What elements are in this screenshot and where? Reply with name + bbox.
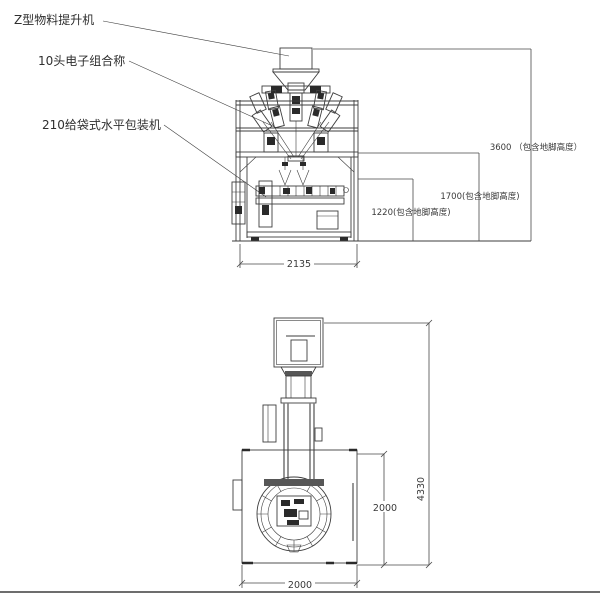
elevator-footprint bbox=[273, 317, 324, 368]
dim-text-2000-width: 2000 bbox=[288, 580, 312, 591]
label-elevator: Z型物料提升机 bbox=[14, 12, 94, 27]
weigher-head bbox=[249, 82, 343, 162]
callout-labels: Z型物料提升机 10头电子组合称 210给袋式水平包装机 bbox=[14, 12, 290, 198]
dim-machine-height: 1220(包含地脚高度) bbox=[358, 178, 451, 241]
rotary-table bbox=[256, 476, 332, 553]
dim-text-2135: 2135 bbox=[287, 259, 311, 270]
plan-view: 4330 2000 2000 bbox=[232, 317, 433, 591]
dim-footprint-width: 2000 bbox=[238, 565, 361, 591]
dim-total-length: 4330 bbox=[324, 319, 433, 569]
elevator-discharge bbox=[272, 47, 320, 91]
dim-text-3600: 3600 （包含地脚高度） bbox=[490, 142, 582, 153]
packer-footprint bbox=[232, 448, 358, 565]
dim-text-1700: 1700(包含地脚高度) bbox=[440, 191, 519, 202]
front-view: 3600 （包含地脚高度） 1700(包含地脚高度) 1220(包含地脚高度) … bbox=[231, 47, 582, 270]
dim-footprint-depth: 2000 bbox=[357, 450, 399, 569]
leader-packer bbox=[163, 124, 267, 198]
packer-body bbox=[231, 157, 352, 241]
dim-total-height: 3600 （包含地脚高度） bbox=[313, 48, 582, 241]
dim-front-width: 2135 bbox=[236, 244, 361, 270]
dim-frame-height: 1700(包含地脚高度) bbox=[358, 152, 520, 241]
label-weigher: 10头电子组合称 bbox=[38, 53, 125, 68]
transfer-neck bbox=[262, 366, 323, 480]
leader-weigher bbox=[128, 60, 278, 129]
dim-text-4330: 4330 bbox=[416, 477, 427, 501]
dim-text-2000-depth: 2000 bbox=[373, 503, 397, 514]
dim-text-1220: 1220(包含地脚高度) bbox=[371, 207, 450, 218]
label-packer: 210给袋式水平包装机 bbox=[42, 118, 161, 132]
leader-elevator bbox=[102, 20, 290, 57]
